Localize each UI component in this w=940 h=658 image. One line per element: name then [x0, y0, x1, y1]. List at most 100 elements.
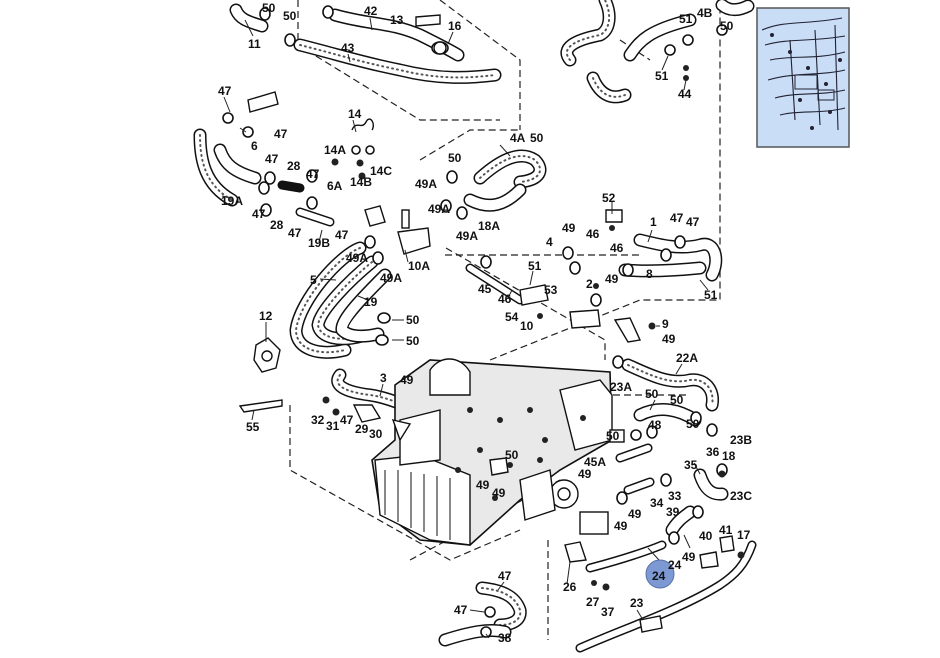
pipes: [277, 180, 757, 653]
part-label: 45: [478, 282, 492, 296]
overview-thumbnail[interactable]: [756, 7, 850, 148]
part-label: 43: [341, 41, 355, 55]
part-label: 54: [505, 310, 519, 324]
part-label: 44: [678, 87, 692, 101]
part-label: 8: [646, 267, 653, 281]
part-label: 24: [668, 558, 682, 572]
part-label: 49: [492, 486, 506, 500]
part-label: 47: [670, 211, 684, 225]
part-label: 53: [544, 283, 558, 297]
part-label: 49: [614, 519, 628, 533]
engine-block: [371, 358, 613, 546]
part-label: 13: [390, 13, 404, 27]
part-label: 38: [498, 631, 512, 645]
highlighted-part-marker[interactable]: [645, 559, 675, 589]
part-label: 47: [288, 226, 302, 240]
part-label: 14C: [370, 164, 392, 178]
part-label: 49: [400, 373, 414, 387]
part-label: 33: [668, 489, 682, 503]
part-label: 12: [259, 309, 273, 323]
part-label: 22A: [676, 351, 698, 365]
part-label: 49A: [380, 271, 402, 285]
part-label: 16: [448, 19, 462, 33]
hose-clamps: [222, 5, 728, 638]
part-label: 14: [348, 107, 362, 121]
part-label: 40: [699, 529, 713, 543]
part-label: 49A: [456, 229, 478, 243]
part-label: 41: [719, 523, 733, 537]
part-label: 10: [520, 319, 534, 333]
part-label: 47: [686, 215, 700, 229]
part-label: 47: [340, 413, 354, 427]
part-label: 47: [274, 127, 288, 141]
part-label: 50: [606, 429, 620, 443]
part-label: 42: [364, 4, 378, 18]
part-label: 51: [528, 259, 542, 273]
part-label: 46: [610, 241, 624, 255]
part-label: 32: [311, 413, 325, 427]
part-label: 19B: [308, 236, 330, 250]
part-label: 4: [546, 235, 553, 249]
part-label: 49: [562, 221, 576, 235]
fasteners: [322, 65, 745, 591]
part-label: 23A: [610, 380, 632, 394]
small-parts: [238, 14, 735, 633]
part-labels: 50 50 42 13 16 11 43 51 4B 50 51 44 47 4…: [218, 1, 752, 645]
part-label: 14B: [350, 175, 372, 189]
part-label: 18A: [478, 219, 500, 233]
part-label: 31: [326, 419, 340, 433]
leader-lines: [221, 17, 709, 639]
part-label: 11: [248, 37, 261, 51]
part-label: 49: [662, 332, 676, 346]
part-label: 2: [586, 277, 593, 291]
part-label: 50: [448, 151, 462, 165]
part-label: 34: [650, 496, 664, 510]
highlighted-part-label: 24: [652, 569, 666, 583]
part-label: 49: [628, 507, 642, 521]
part-label: 50: [283, 9, 297, 23]
part-label: 50: [262, 1, 276, 15]
part-label: 10A: [408, 259, 430, 273]
part-label: 5: [310, 273, 317, 287]
part-label: 18: [722, 449, 736, 463]
part-label: 47: [265, 152, 279, 166]
part-label: 50: [406, 313, 420, 327]
part-label: 50: [406, 334, 420, 348]
part-label: 23B: [730, 433, 752, 447]
part-label: 50: [505, 448, 519, 462]
part-label: 35: [684, 458, 698, 472]
part-label: 27: [586, 595, 600, 609]
part-label: 49: [578, 467, 592, 481]
part-label: 19: [364, 295, 378, 309]
part-label: 51: [679, 12, 693, 26]
part-label: 46: [586, 227, 600, 241]
part-label: 28: [287, 159, 301, 173]
part-label: 47: [252, 207, 266, 221]
part-label: 55: [246, 420, 260, 434]
part-label: 4A: [510, 131, 526, 145]
part-label: 47: [498, 569, 512, 583]
part-label: 30: [369, 427, 383, 441]
part-label: 50: [530, 131, 544, 145]
part-label: 50: [645, 387, 659, 401]
part-label: 49: [682, 550, 696, 564]
part-label: 50: [720, 19, 734, 33]
part-label: 47: [335, 228, 349, 242]
part-label: 23: [630, 596, 644, 610]
part-label: 6A: [327, 179, 343, 193]
part-label: 51: [655, 69, 669, 83]
part-label: 1: [650, 215, 657, 229]
part-label: 45A: [584, 455, 606, 469]
part-label: 9: [662, 317, 669, 331]
part-label: 49A: [346, 251, 368, 265]
part-label: 50: [686, 417, 700, 431]
part-label: 52: [602, 191, 616, 205]
part-label: 51: [704, 288, 718, 302]
part-label: 29: [355, 422, 369, 436]
part-label: 47: [454, 603, 468, 617]
part-label: 46: [498, 292, 512, 306]
part-label: 6: [251, 139, 258, 153]
part-label: 28: [270, 218, 284, 232]
part-label: 50: [670, 393, 684, 407]
